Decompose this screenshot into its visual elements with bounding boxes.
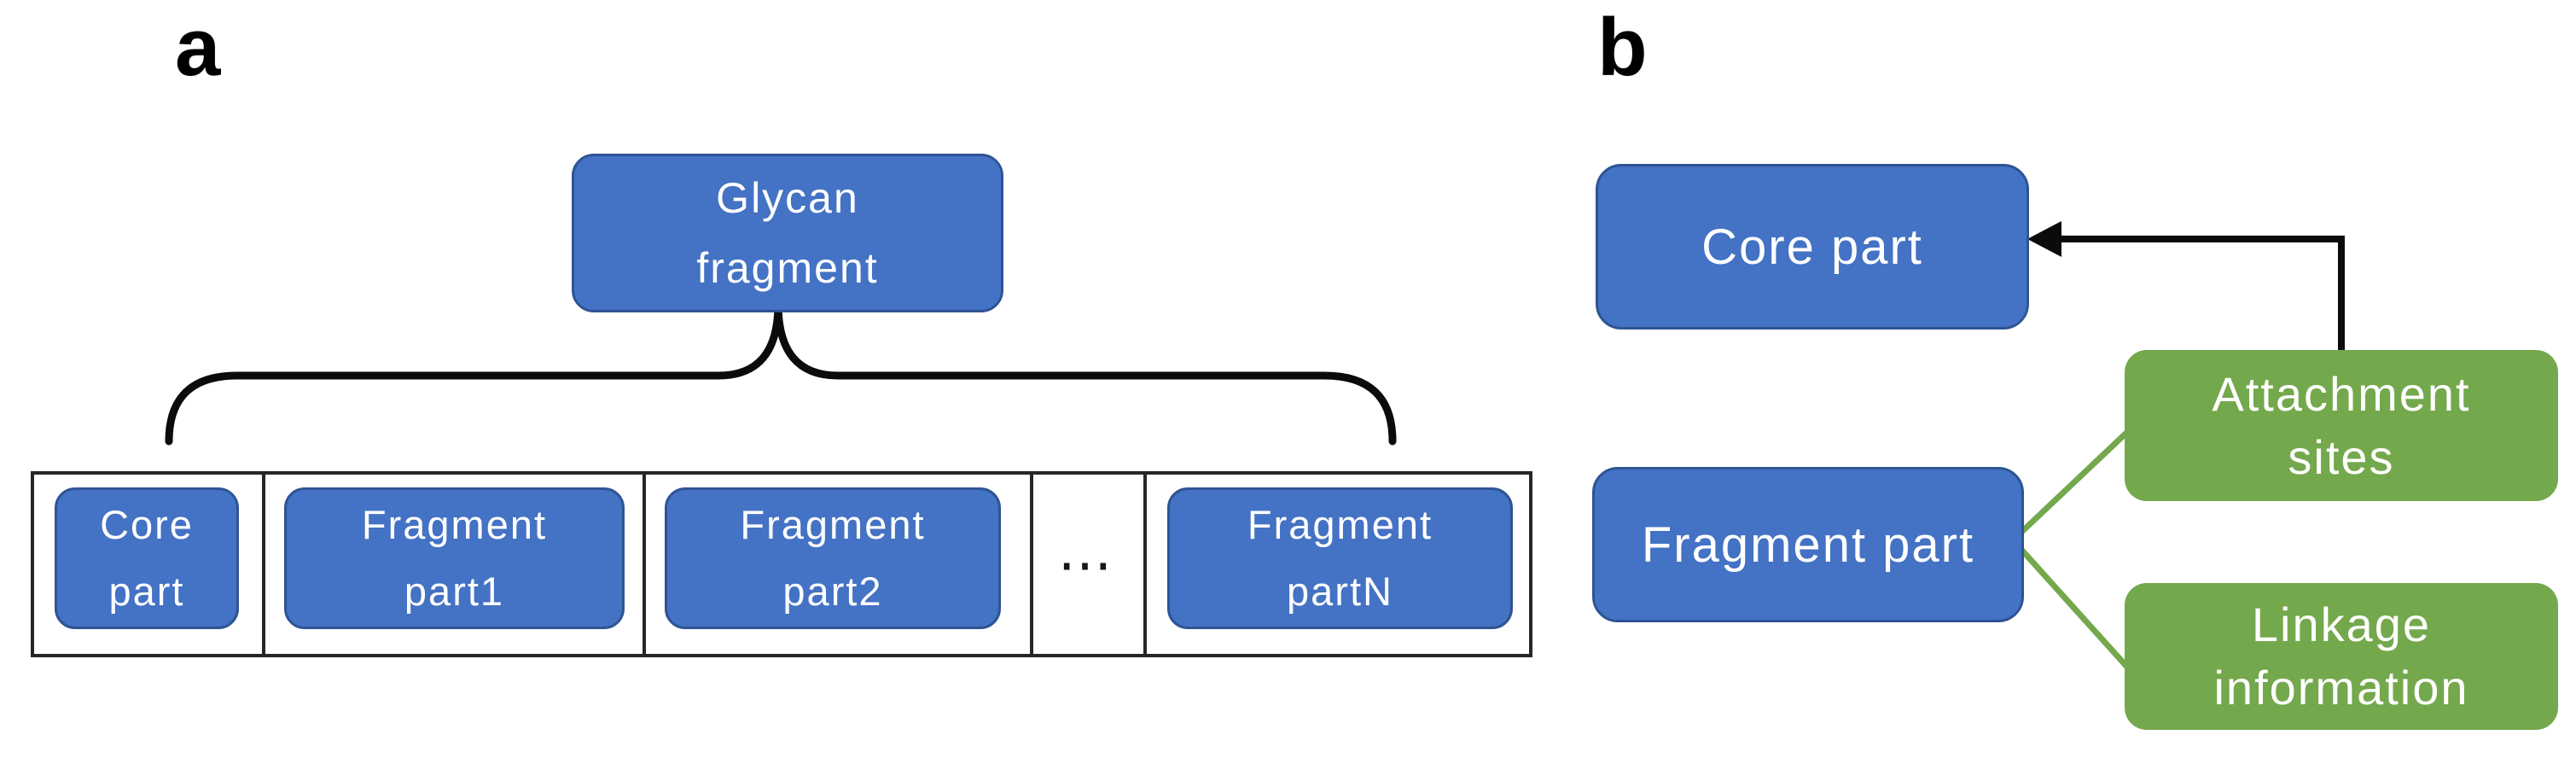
core-part-box: Core part bbox=[1596, 164, 2029, 330]
ellipsis: ⋯ bbox=[1030, 471, 1143, 657]
linkage-information-connector-line bbox=[2013, 540, 2143, 684]
attachment-sites-connector-line bbox=[2013, 417, 2143, 540]
panel-a-label: a bbox=[175, 2, 221, 93]
panel-b-label: b bbox=[1597, 2, 1648, 93]
attachment-arrow bbox=[2051, 236, 2345, 359]
fragment-part2-cell-label: Fragment part2 bbox=[740, 502, 926, 614]
brace-connector bbox=[165, 303, 1397, 446]
row-divider bbox=[262, 475, 265, 654]
attachment-sites-label: Attachment sites bbox=[2212, 366, 2471, 484]
fragment-part1-cell-box: Fragment part1 bbox=[284, 487, 625, 629]
fragment-part1-cell-label: Fragment part1 bbox=[361, 502, 548, 614]
arrowhead-icon bbox=[2027, 221, 2061, 257]
linkage-information-box: Linkage information bbox=[2125, 583, 2558, 730]
fragment-part-label: Fragment part bbox=[1641, 516, 1975, 573]
core-part-cell-box: Core part bbox=[55, 487, 239, 629]
fragment-partn-cell-box: Fragment partN bbox=[1167, 487, 1513, 629]
glycan-fragment-label: Glycan fragment bbox=[696, 174, 879, 292]
row-divider bbox=[643, 475, 646, 654]
core-part-cell-label: Core part bbox=[100, 502, 194, 614]
fragment-part-box: Fragment part bbox=[1592, 467, 2024, 622]
row-divider bbox=[1030, 475, 1033, 654]
attachment-sites-box: Attachment sites bbox=[2125, 350, 2558, 501]
row-divider bbox=[1143, 475, 1147, 654]
core-part-label: Core part bbox=[1701, 219, 1923, 275]
ellipsis-label: ⋯ bbox=[1057, 533, 1116, 595]
fragment-part2-cell-box: Fragment part2 bbox=[665, 487, 1001, 629]
linkage-information-label: Linkage information bbox=[2213, 598, 2469, 714]
fragment-partn-cell-label: Fragment partN bbox=[1247, 502, 1433, 614]
glycan-fragment-box: Glycan fragment bbox=[572, 154, 1003, 312]
